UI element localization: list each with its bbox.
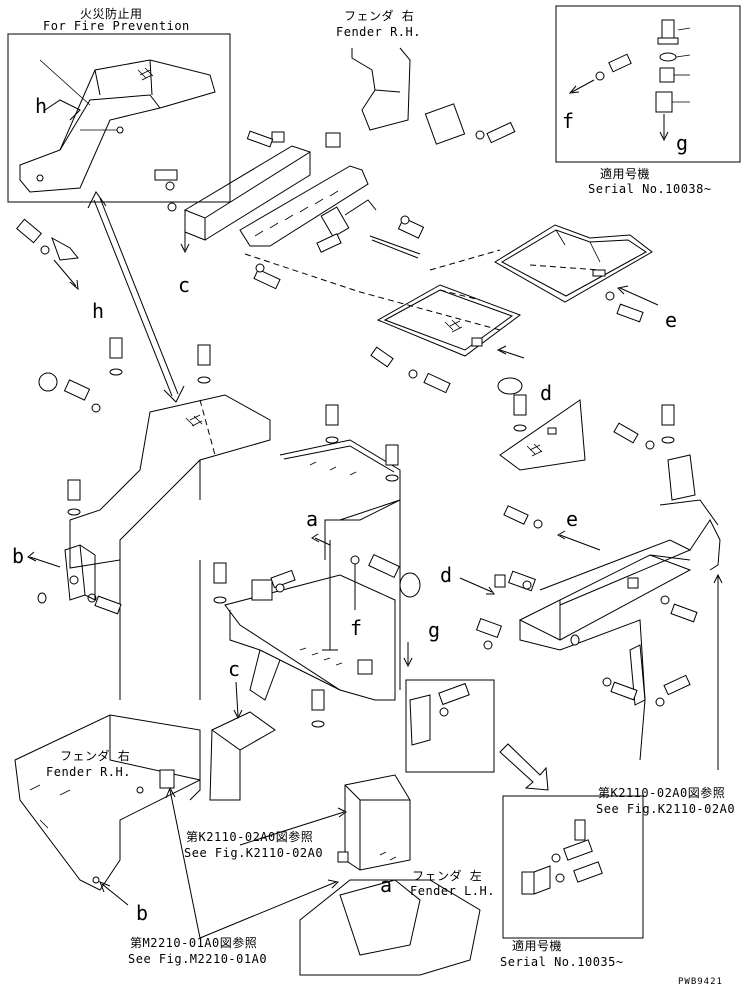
letter-a-main: a [306, 507, 318, 531]
drawing-number: PWB9421 [678, 977, 723, 987]
fasteners [38, 337, 675, 728]
serial-bottom-jp: 適用号機 [512, 938, 562, 953]
letter-g-inset: g [676, 131, 688, 155]
fire-label-en: For Fire Prevention [43, 19, 190, 33]
g-detail-box [405, 679, 495, 773]
serial-bottom-en: Serial No.10035~ [500, 955, 624, 969]
letter-h-inset: h [35, 94, 47, 118]
fender-rh-top: フェンダ 右 Fender R.H. [246, 8, 516, 148]
serial-top-en: Serial No.10038~ [588, 182, 712, 196]
letter-e-right: e [566, 507, 578, 531]
fender-lh-en: Fender L.H. [410, 884, 495, 898]
cover-plates: d e [370, 224, 677, 405]
letter-d-right: d [440, 563, 452, 587]
letter-g-main: g [428, 618, 440, 642]
letter-h-upper: h [92, 299, 104, 323]
upper-frame-assembly: c h [16, 145, 377, 323]
inset-pointer-arrow [87, 191, 185, 403]
right-assembly: e d [440, 399, 723, 770]
fender-lh-jp: フェンダ 左 [412, 868, 482, 883]
fender-rh-lower-jp: フェンダ 右 [60, 748, 130, 763]
letter-c-upper: c [178, 273, 190, 297]
letter-a-lower: a [380, 873, 392, 897]
fender-rh-top-jp: フェンダ 右 [344, 8, 414, 23]
serial-10035-inset: 適用号機 Serial No.10035~ [499, 743, 644, 969]
fender-rh-top-en: Fender R.H. [336, 25, 421, 39]
letter-b-lower: b [136, 901, 148, 925]
linkage-rod [244, 215, 501, 331]
left-bracket: b [12, 544, 96, 604]
letter-d-plate: d [540, 381, 552, 405]
serial-top-jp: 適用号機 [600, 166, 650, 181]
letter-e-plate: e [665, 308, 677, 332]
fire-label-jp: 火災防止用 [80, 6, 143, 21]
ref-k-right-jp: 第K2110-02A0図参照 [598, 785, 725, 800]
ref-k-right-en: See Fig.K2110-02A0 [596, 802, 735, 816]
ref-m-en: See Fig.M2210-01A0 [128, 952, 267, 966]
letter-f-main: f [350, 616, 362, 640]
reference-notes: 第K2110-02A0図参照 See Fig.K2110-02A0 第K2110… [128, 785, 735, 966]
main-frame: a f g c [69, 394, 440, 801]
letter-c-main: c [228, 657, 240, 681]
fender-lh: a フェンダ 左 Fender L.H. [299, 774, 495, 976]
serial-10038-inset: f g 適用号機 Serial No.10038~ [555, 5, 741, 196]
ref-k-mid-jp: 第K2110-02A0図参照 [186, 829, 313, 844]
fender-rh-lower-en: Fender R.H. [46, 765, 131, 779]
letter-f-inset: f [562, 109, 574, 133]
ref-k-mid-en: See Fig.K2110-02A0 [184, 846, 323, 860]
fender-rh-lower: フェンダ 右 Fender R.H. b [14, 714, 201, 925]
fire-prevention-inset: 火災防止用 For Fire Prevention h [7, 6, 231, 203]
ref-m-jp: 第M2210-01A0図参照 [130, 935, 257, 950]
letter-b-left: b [12, 544, 24, 568]
